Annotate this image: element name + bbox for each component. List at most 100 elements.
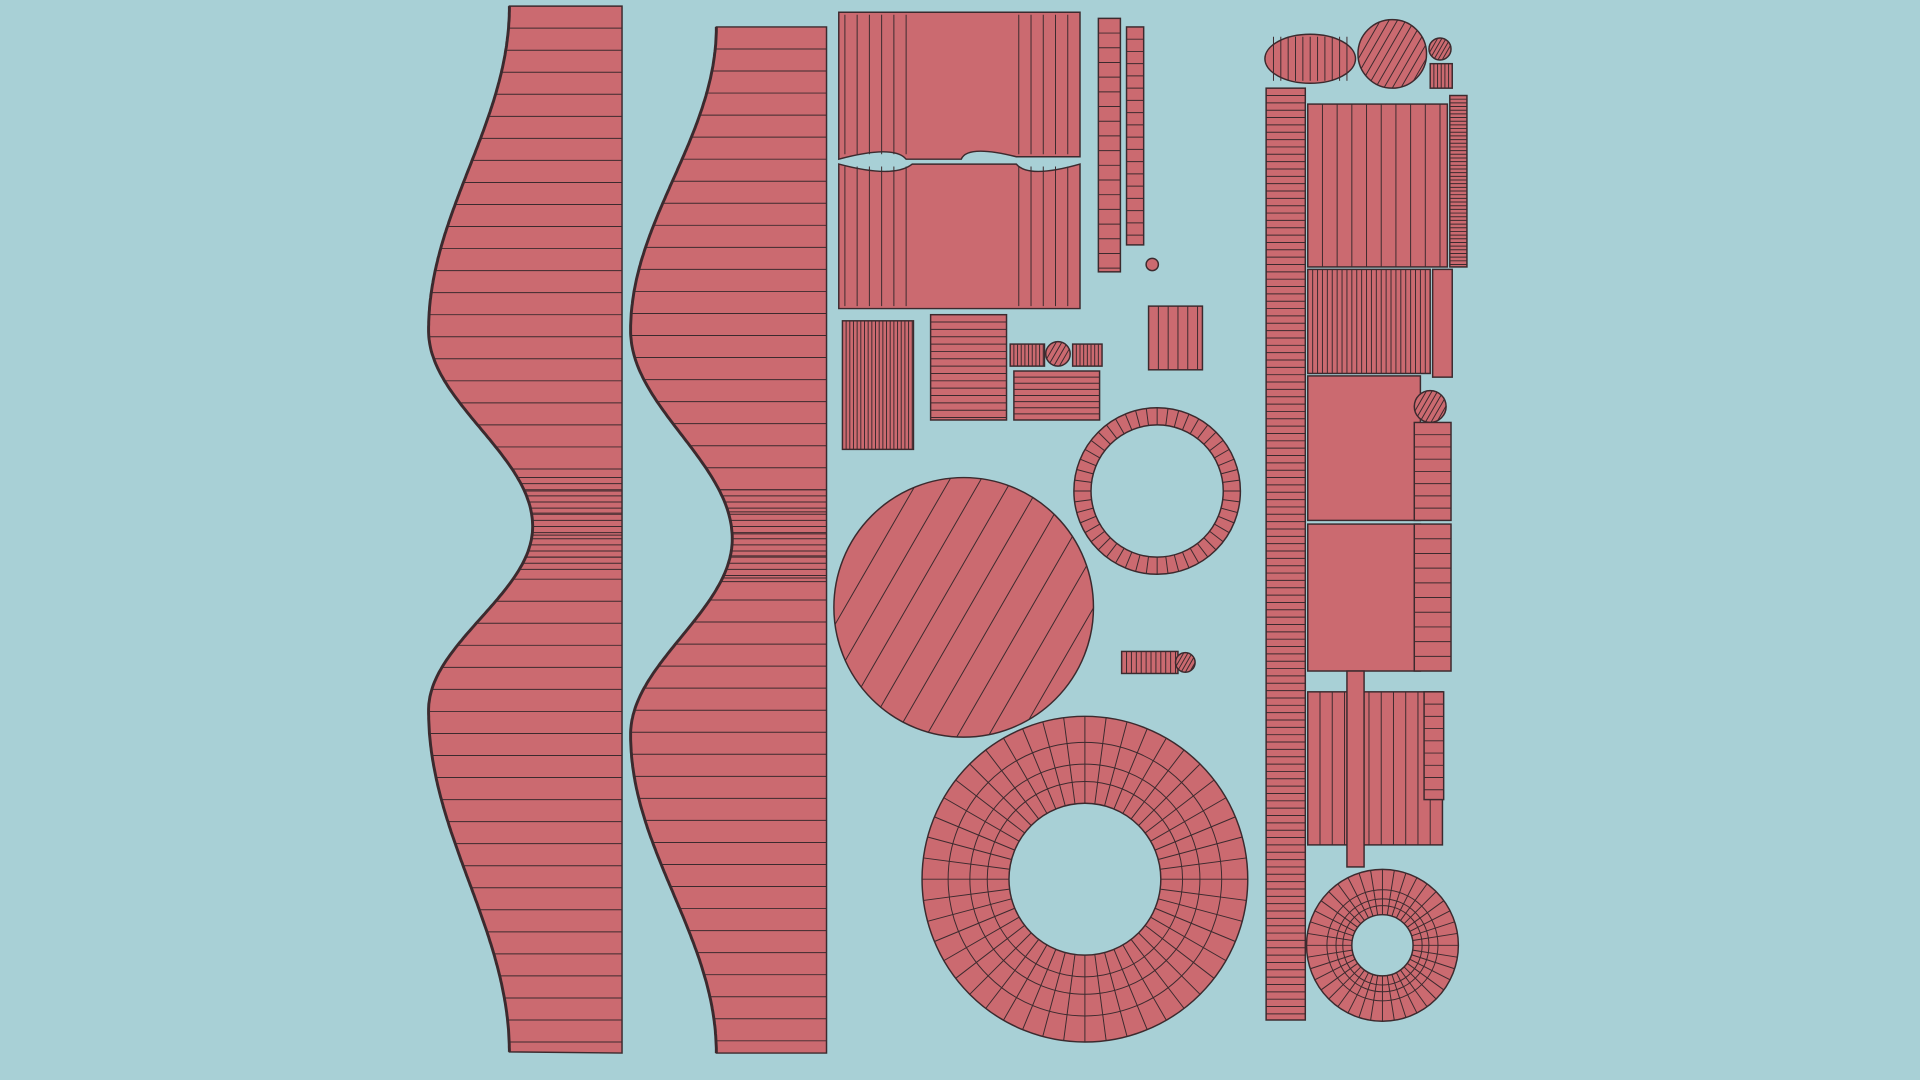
edge-loop <box>1178 652 1189 670</box>
edge-loop <box>934 816 1015 851</box>
edge-loop <box>1173 554 1180 572</box>
edge-loop <box>844 477 951 661</box>
edge-loop <box>1189 418 1200 435</box>
edge-ring <box>947 741 1223 1017</box>
edge-loop <box>1042 721 1066 806</box>
edge-loop <box>1391 36 1423 89</box>
edge-loop <box>1160 888 1247 901</box>
edge-loop <box>1222 479 1240 483</box>
edge-ring <box>1335 898 1430 993</box>
edge-loop <box>860 478 982 688</box>
edge-loop <box>1090 439 1105 452</box>
edge-loop <box>923 888 1010 901</box>
edge-ring <box>1342 905 1423 986</box>
edge-loop <box>1080 515 1097 524</box>
edge-loop <box>1058 348 1070 367</box>
panel-bottom <box>838 163 1081 310</box>
edge-loop <box>1113 728 1148 810</box>
edge-loop <box>1386 870 1395 916</box>
edge-loop <box>1347 972 1369 1014</box>
edge-loop <box>1314 910 1356 932</box>
edge-loop <box>1053 344 1067 366</box>
edge-loop <box>1130 939 1185 1009</box>
top-parts <box>1264 33 1357 84</box>
edge-loop <box>1214 523 1230 534</box>
edge-loop <box>1218 458 1235 467</box>
edge-loop <box>1080 458 1097 467</box>
edge-loop <box>1328 966 1362 1000</box>
strip-island <box>427 5 623 1054</box>
edge-loop <box>1181 551 1190 569</box>
edge-loop <box>1074 479 1092 483</box>
edge-loop <box>943 916 1020 962</box>
edge-loop <box>1181 413 1190 431</box>
sphere-small <box>1428 37 1452 61</box>
edge-loop <box>1197 543 1209 558</box>
nozzle-piece <box>1013 370 1101 421</box>
edge-loop <box>956 536 1073 738</box>
edge-loop <box>1138 932 1201 995</box>
edge-loop <box>955 925 1025 979</box>
edge-loop <box>1370 975 1379 1021</box>
connector-cap <box>1174 651 1196 673</box>
edge-loop <box>1046 341 1057 359</box>
edge-loop <box>880 485 1009 708</box>
edge-loop <box>1175 652 1185 667</box>
edge-loop <box>1386 975 1395 1021</box>
edge-loop <box>1409 958 1451 981</box>
edge-loop <box>1411 954 1455 970</box>
dark-rod <box>1449 94 1468 268</box>
edge-loop <box>1358 872 1374 917</box>
uv-islands <box>427 5 1468 1054</box>
rect-island <box>1120 650 1179 675</box>
edge-loop <box>1434 39 1446 59</box>
edge-loop <box>1028 607 1094 720</box>
edge-loop <box>1437 405 1447 421</box>
edge-loop <box>1158 898 1243 922</box>
edge-loop <box>1022 949 1057 1030</box>
wavy-strip-1 <box>427 5 623 1054</box>
link-a <box>1009 343 1046 367</box>
edge-loop <box>1370 21 1406 82</box>
rect-island <box>1147 305 1204 371</box>
rect-island <box>1307 523 1422 672</box>
block-upper-side <box>1413 421 1452 522</box>
bottom-ring <box>1305 868 1460 1022</box>
thin-strip-b <box>1125 26 1145 246</box>
edge-loop <box>1113 949 1148 1030</box>
mid-block <box>1307 268 1431 375</box>
edge-loop <box>1441 45 1451 61</box>
edge-loop <box>1135 554 1141 572</box>
edge-loop <box>902 497 1034 723</box>
edge-loop <box>1076 507 1094 514</box>
edge-loop <box>988 565 1088 735</box>
edge-loop <box>1042 952 1066 1037</box>
edge-loop <box>1414 390 1427 412</box>
edge-loop <box>1360 19 1390 69</box>
edge-loop <box>923 857 1010 870</box>
mid-side <box>1431 268 1453 378</box>
edge-loop <box>1307 949 1353 958</box>
edge-loop <box>1145 556 1149 574</box>
small-cylinder <box>1147 305 1204 371</box>
edge-loop <box>1320 962 1358 991</box>
edge-loop <box>1328 891 1362 925</box>
edge-loop <box>1063 717 1076 804</box>
edge-loop <box>1430 398 1445 423</box>
rect-island <box>1307 691 1444 846</box>
edge-loop <box>1370 870 1379 916</box>
edge-loop <box>1391 974 1407 1018</box>
edge-loop <box>1310 954 1354 970</box>
edge-loop <box>985 749 1040 820</box>
pinched-panels <box>838 11 1081 310</box>
edge-loop <box>1003 944 1048 1021</box>
edge-loop <box>1429 37 1439 53</box>
edge-loop <box>1400 969 1428 1008</box>
edge-loop <box>1150 797 1227 842</box>
long-column <box>1265 87 1307 1021</box>
edge-loop <box>1154 816 1236 851</box>
edge-loop <box>1222 499 1240 503</box>
panel-top <box>838 11 1081 161</box>
edge-loop <box>1420 391 1438 420</box>
connector <box>1120 650 1179 675</box>
